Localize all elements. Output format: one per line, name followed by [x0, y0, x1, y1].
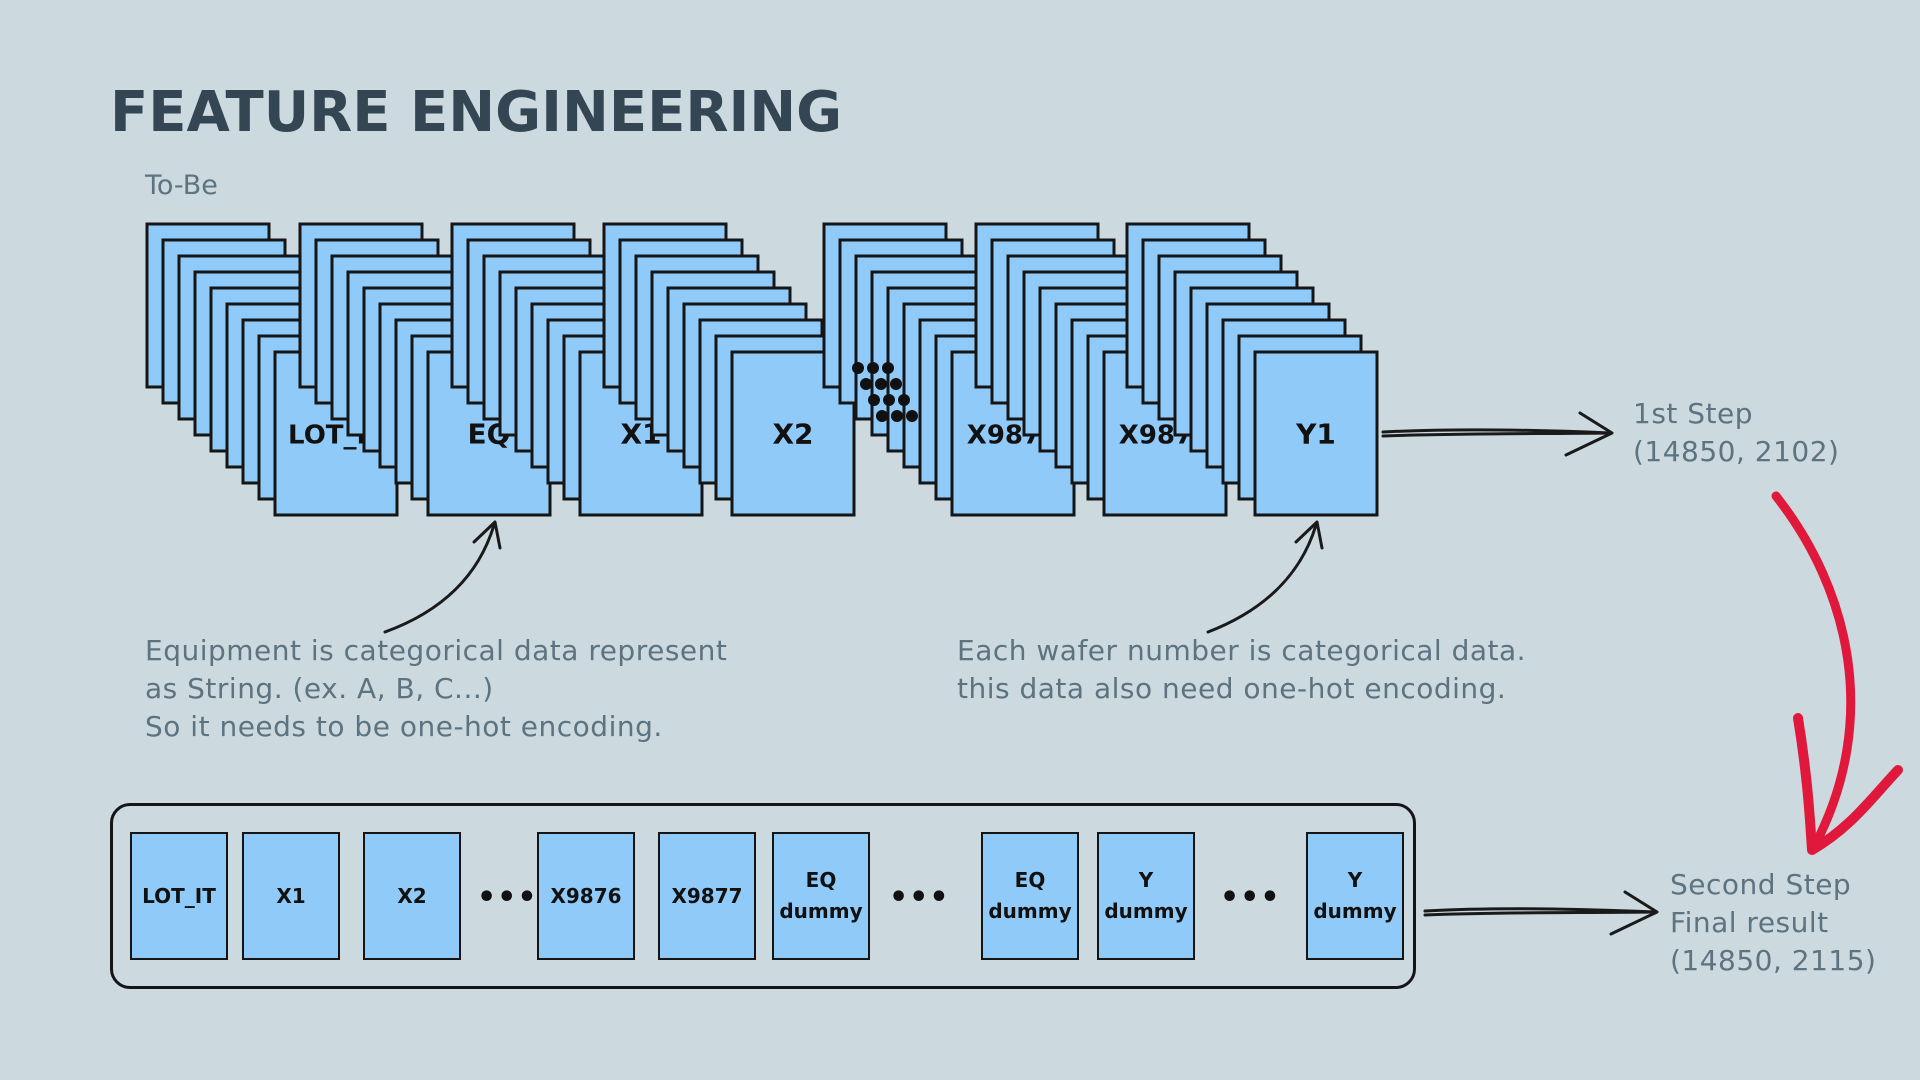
equipment-note-line: Equipment is categorical data represent [145, 634, 728, 667]
ellipsis-dot [906, 410, 918, 422]
final-feature-label: dummy [988, 899, 1072, 923]
step2-shape: (14850, 2115) [1670, 944, 1877, 977]
feature-stack-y1: Y1 [1125, 222, 1379, 517]
final-ellipsis: ••• [889, 880, 950, 915]
step2-arrow-line2 [1423, 910, 1657, 917]
feature-card-label: X2 [772, 418, 813, 451]
final-result-panel [110, 803, 1416, 989]
step1-title: 1st Step [1633, 397, 1754, 430]
step2-arrow-head [1609, 890, 1659, 936]
final-feature-box: EQ dummy [772, 832, 870, 960]
equipment-note: Equipment is categorical data represent … [145, 632, 727, 746]
wafer-note: Each wafer number is categorical data. t… [957, 632, 1526, 708]
ellipsis-dot [898, 394, 910, 406]
ellipsis-dot [875, 378, 887, 390]
final-feature-box: EQ dummy [981, 832, 1079, 960]
final-ellipsis: ••• [1220, 880, 1281, 915]
step1-arrow-head [1564, 411, 1614, 457]
final-feature-label: EQ [1014, 868, 1046, 892]
page-title: FEATURE ENGINEERING [110, 80, 843, 145]
ellipsis-dot [860, 378, 872, 390]
step1-shape: (14850, 2102) [1633, 435, 1840, 468]
eq-pointer-arrow [383, 523, 496, 634]
final-feature-box: LOT_IT [130, 832, 228, 960]
ellipsis-dot [867, 362, 879, 374]
stack-ellipsis-dots [852, 362, 918, 422]
y1-pointer-arrow-head [1294, 520, 1324, 550]
feature-stack-x9876: X9876 [822, 222, 1076, 517]
final-feature-box: X2 [363, 832, 461, 960]
final-feature-label: X9876 [550, 883, 622, 908]
equipment-note-line: So it needs to be one-hot encoding. [145, 710, 663, 743]
final-feature-label: X9877 [671, 883, 743, 908]
final-feature-label: Y [1138, 868, 1154, 892]
feature-stack-x2: X2 [602, 222, 856, 517]
final-feature-label: dummy [1313, 899, 1397, 923]
red-curved-arrow [1771, 491, 1856, 850]
step2-label: Second Step Final result (14850, 2115) [1670, 866, 1876, 980]
ellipsis-dot [890, 378, 902, 390]
final-feature-box: X1 [242, 832, 340, 960]
y1-pointer-arrow [1206, 523, 1318, 634]
wafer-note-line: Each wafer number is categorical data. [957, 634, 1527, 667]
final-feature-label: dummy [779, 899, 863, 923]
step1-label: 1st Step (14850, 2102) [1633, 395, 1839, 471]
ellipsis-dot [852, 362, 864, 374]
feature-card-label: Y1 [1295, 418, 1336, 451]
step2-subtitle: Final result [1670, 906, 1829, 939]
ellipsis-dot [882, 362, 894, 374]
red-arrow-head [1793, 713, 1903, 855]
final-feature-box: X9876 [537, 832, 635, 960]
ellipsis-dot [868, 394, 880, 406]
step1-arrow-line2 [1381, 431, 1612, 438]
feature-card-front [1253, 350, 1379, 517]
ellipsis-dot [883, 394, 895, 406]
ellipsis-dot [891, 410, 903, 422]
section-subtitle: To-Be [145, 170, 218, 201]
final-feature-label: Y [1347, 868, 1363, 892]
final-feature-label: EQ [805, 868, 837, 892]
final-feature-label: dummy [1104, 899, 1188, 923]
final-feature-label: X2 [397, 883, 427, 908]
eq-pointer-arrow-head [472, 520, 502, 550]
final-feature-label: X1 [276, 883, 306, 908]
equipment-note-line: as String. (ex. A, B, C...) [145, 672, 494, 705]
ellipsis-dot [876, 410, 888, 422]
wafer-note-line: this data also need one-hot encoding. [957, 672, 1507, 705]
final-ellipsis: ••• [477, 880, 538, 915]
final-feature-box: X9877 [658, 832, 756, 960]
step2-title: Second Step [1670, 868, 1852, 901]
final-feature-label: LOT_IT [142, 883, 216, 908]
